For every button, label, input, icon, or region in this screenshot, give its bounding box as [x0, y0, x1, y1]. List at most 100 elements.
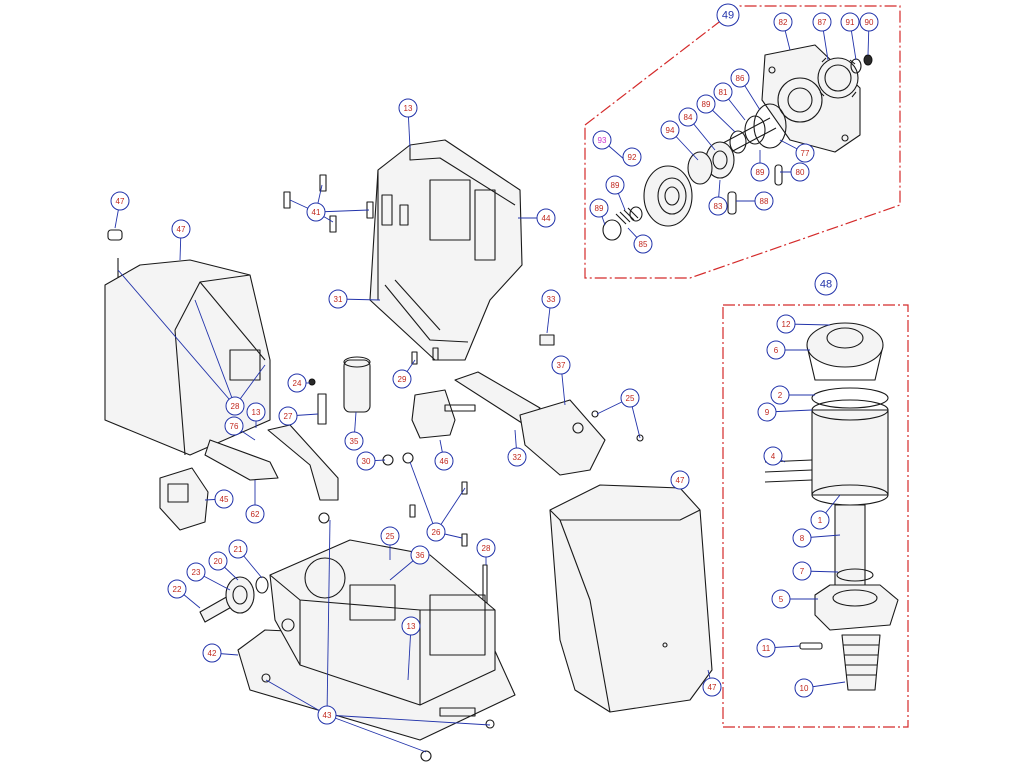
callout-number: 6 — [774, 346, 779, 355]
callout-c13c: 13 — [401, 616, 421, 636]
callout-number: 12 — [782, 320, 791, 329]
cover-47-right — [549, 484, 713, 713]
callout-circle — [620, 388, 640, 408]
callout-number: 7 — [800, 567, 805, 576]
callout-c44: 44 — [536, 208, 556, 228]
callout-circle — [208, 551, 228, 571]
callout-number: 76 — [230, 422, 239, 431]
callout-circle — [716, 3, 740, 27]
callout-circle — [766, 340, 786, 360]
callout-number: 23 — [192, 568, 201, 577]
callout-circle — [763, 446, 783, 466]
callout-circle — [622, 147, 642, 167]
callout-circle — [426, 522, 446, 542]
callout-number: 22 — [173, 585, 182, 594]
callout-c82: 82 — [773, 12, 793, 32]
callout-circle — [224, 416, 244, 436]
callout-circle — [754, 191, 774, 211]
callout-c45: 45 — [214, 489, 234, 509]
callout-c41: 41 — [306, 202, 326, 222]
cover-37 — [519, 399, 606, 476]
block-33 — [539, 334, 555, 346]
callout-circle — [589, 198, 609, 218]
callout-circle — [171, 219, 191, 239]
callout-c91: 91 — [840, 12, 860, 32]
callout-c20: 20 — [208, 551, 228, 571]
callout-c90: 90 — [859, 12, 879, 32]
callout-number: 86 — [736, 74, 745, 83]
callout-number: 13 — [404, 104, 413, 113]
callout-circle — [730, 68, 750, 88]
callout-circle — [770, 385, 790, 405]
callout-circle — [771, 589, 791, 609]
callout-c89d: 89 — [589, 198, 609, 218]
callout-circle — [605, 175, 625, 195]
callout-c25a: 25 — [620, 388, 640, 408]
callout-circle — [702, 677, 722, 697]
callout-number: 13 — [407, 622, 416, 631]
callout-circle — [344, 431, 364, 451]
callout-c1: 1 — [810, 510, 830, 530]
callout-number: 5 — [779, 595, 784, 604]
callout-circle — [186, 562, 206, 582]
callout-c77: 77 — [795, 143, 815, 163]
motor-assembly-48 — [764, 322, 899, 691]
callout-c85: 85 — [633, 234, 653, 254]
callout-number: 87 — [818, 18, 827, 27]
callout-number: 35 — [350, 437, 359, 446]
callout-circle — [792, 528, 812, 548]
callout-number: 89 — [756, 168, 765, 177]
callout-c24: 24 — [287, 373, 307, 393]
callout-c46: 46 — [434, 451, 454, 471]
callout-circle — [167, 579, 187, 599]
callout-c89a: 89 — [696, 94, 716, 114]
callout-c31: 31 — [328, 289, 348, 309]
callout-c4: 4 — [763, 446, 783, 466]
callout-circle — [392, 369, 412, 389]
callout-c89c: 89 — [605, 175, 625, 195]
callout-circle — [356, 451, 376, 471]
callout-c32: 32 — [507, 447, 527, 467]
callout-c84: 84 — [678, 107, 698, 127]
callout-number: 41 — [312, 208, 321, 217]
callout-number: 89 — [611, 181, 620, 190]
callout-circle — [794, 678, 814, 698]
callout-number: 45 — [220, 495, 229, 504]
callout-circle — [812, 12, 832, 32]
callout-c6: 6 — [766, 340, 786, 360]
callout-number: 91 — [846, 18, 855, 27]
callout-circle — [810, 510, 830, 530]
callout-number: 88 — [760, 197, 769, 206]
cover-47-left — [104, 229, 271, 456]
leader-c43 — [326, 519, 331, 716]
callout-circle — [507, 447, 527, 467]
callout-number: 20 — [214, 557, 223, 566]
callout-circle — [814, 272, 838, 296]
leader-c43 — [265, 679, 328, 716]
callout-circle — [696, 94, 716, 114]
callout-c42: 42 — [202, 643, 222, 663]
callout-c33: 33 — [541, 289, 561, 309]
callout-circle — [756, 638, 776, 658]
callout-number: 9 — [765, 408, 770, 417]
callout-number: 84 — [684, 113, 693, 122]
callout-number: 11 — [762, 644, 771, 653]
callout-circle — [476, 538, 496, 558]
callout-circle — [306, 202, 326, 222]
callout-c13b: 13 — [246, 402, 266, 422]
callout-number: 47 — [177, 225, 186, 234]
callout-c25b: 25 — [380, 526, 400, 546]
callout-number: 13 — [252, 408, 261, 417]
callout-c8: 8 — [792, 528, 812, 548]
callout-number: 37 — [557, 361, 566, 370]
callout-circle — [287, 373, 307, 393]
bracket-62 — [204, 439, 279, 481]
callout-circle — [245, 504, 265, 524]
callout-number: 81 — [719, 88, 728, 97]
callout-circle — [859, 12, 879, 32]
callout-number: 48 — [820, 279, 832, 291]
leader-c28a — [117, 269, 236, 407]
callout-c2: 2 — [770, 385, 790, 405]
callout-c22: 22 — [167, 579, 187, 599]
